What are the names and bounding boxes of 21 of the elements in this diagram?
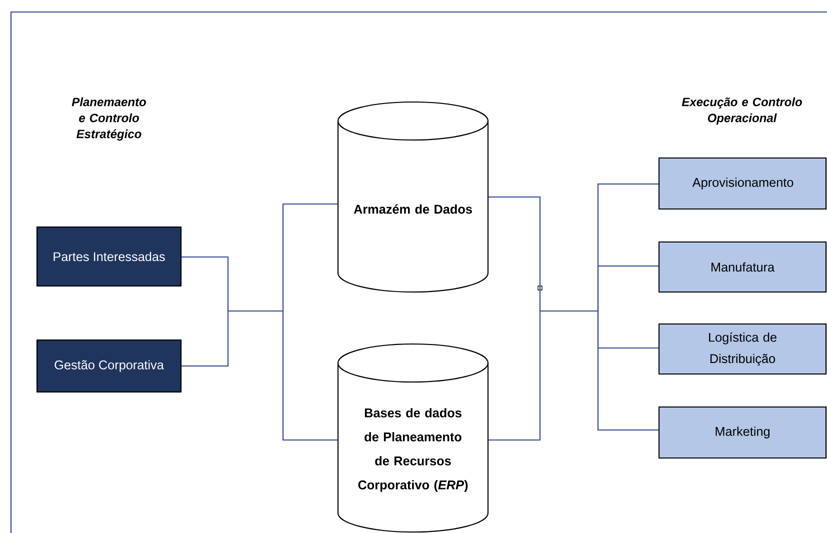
connector-line: [282, 203, 338, 311]
database-cylinder: Bases de dados de Planeamento de Recursos Corporativo (ERP): [337, 343, 489, 533]
process-box: Gestão Corporativa: [36, 339, 182, 393]
process-box: Marketing: [658, 406, 827, 459]
connector-line: [182, 256, 229, 311]
connector-line: [182, 311, 229, 367]
process-box: Partes Interessadas: [36, 226, 182, 287]
connector-line: [488, 311, 541, 441]
connector-line: [282, 311, 338, 441]
connector-line: [228, 310, 283, 312]
connector-line: [488, 196, 541, 311]
section-heading: Planemaento e Controlo Estratégico: [72, 97, 146, 141]
node-label: Bases de dados de Planeamento de Recursos Corporativo (ERP): [358, 408, 468, 492]
process-box: Aprovisionamento: [658, 157, 827, 210]
database-cylinder: Armazém de Dados: [337, 101, 489, 293]
connector-line: [540, 310, 598, 312]
process-box: Manufatura: [658, 241, 827, 293]
connector-line: [597, 311, 658, 431]
section-heading: Execução e Controlo Operacional: [682, 97, 802, 125]
connector-line: [597, 265, 658, 311]
process-box: Logística de Distribuição: [658, 323, 827, 375]
